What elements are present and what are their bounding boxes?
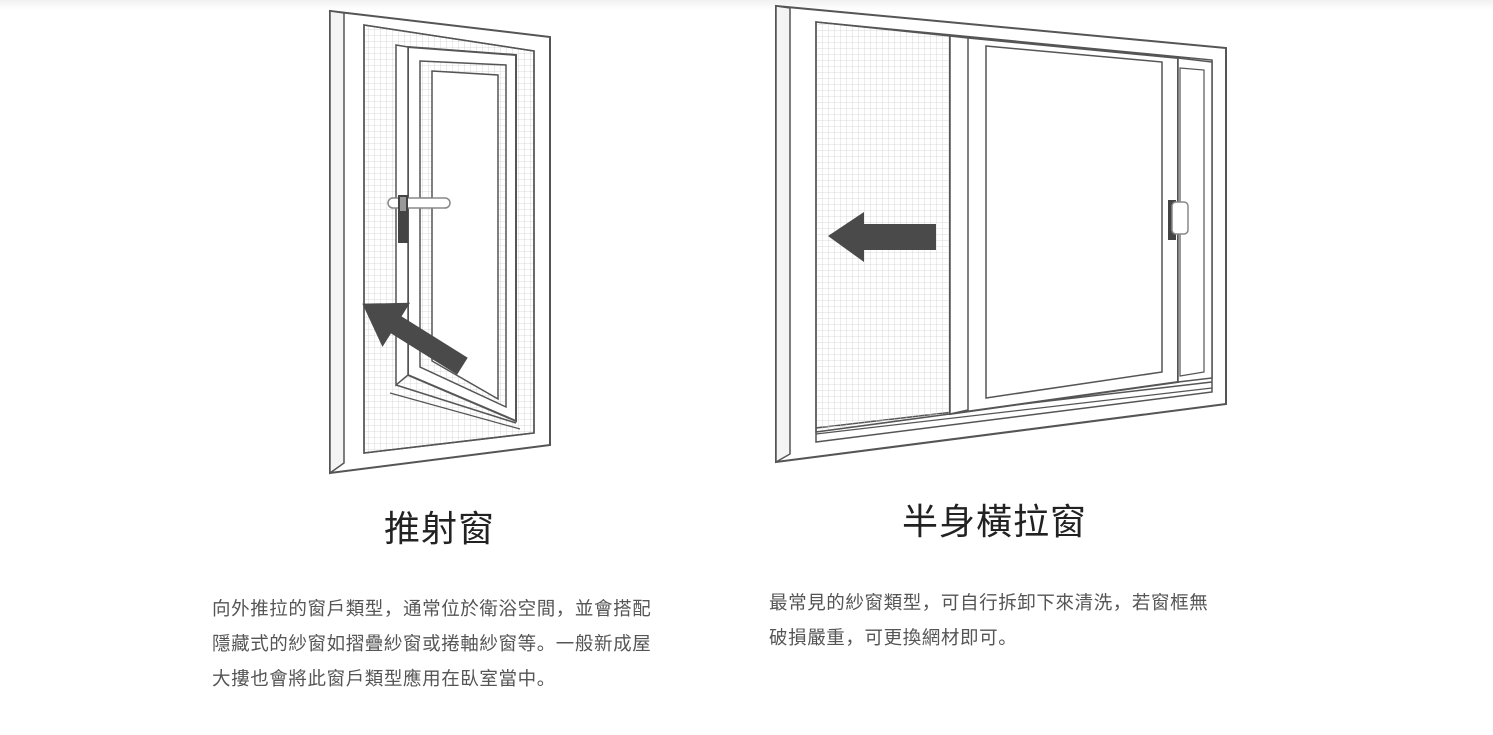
sliding-handle [1168, 200, 1189, 240]
push-direction-arrow [362, 302, 468, 375]
top-divider [0, 0, 1493, 10]
sliding-window-illustration [768, 0, 1236, 470]
casement-window-svg [329, 9, 551, 475]
casement-handle [387, 195, 451, 243]
casement-description: 向外推拉的窗戶類型，通常位於衛浴空間，並會搭配隱藏式的紗窗如摺疊紗窗或捲軸紗窗等… [212, 599, 652, 690]
slide-direction-arrow [828, 212, 936, 262]
casement-frame-depth [329, 10, 345, 475]
casement-title: 推射窗 [384, 509, 496, 550]
sliding-window-svg [775, 4, 1227, 464]
sliding-description: 最常見的紗窗類型，可自行拆卸下來清洗，若窗框無破損嚴重，可更換網材即可。 [769, 593, 1209, 649]
casement-window-illustration [320, 5, 560, 480]
sliding-title: 半身橫拉窗 [902, 502, 1088, 543]
